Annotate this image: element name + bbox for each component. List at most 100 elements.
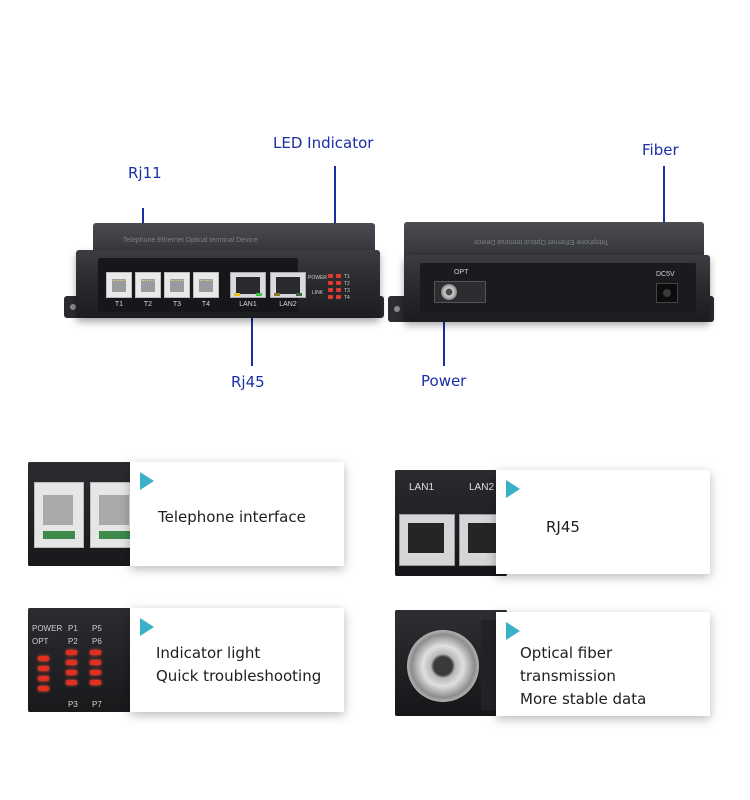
- fiber-port-housing: [434, 281, 486, 303]
- lan-led: [274, 293, 280, 296]
- thumb-label-p6: P6: [92, 637, 102, 646]
- thumb-led-closeup: POWER P1 P5 OPT P2 P6 P3 P7: [28, 608, 140, 712]
- rj11-port-t4: [193, 272, 219, 298]
- thumb-label-p3: P3: [68, 700, 78, 709]
- led-power: [328, 274, 333, 278]
- led: [336, 281, 341, 285]
- feature-text: RJ45: [546, 516, 580, 539]
- feature-card: Optical fiber transmission More stable d…: [496, 612, 710, 716]
- led-label-power: POWER: [308, 275, 327, 281]
- callout-power: Power: [421, 372, 467, 390]
- led: [328, 295, 333, 299]
- thumb-label-lan1: LAN1: [409, 482, 435, 493]
- callout-led-indicator: LED Indicator: [273, 134, 374, 152]
- feature-line: Quick troubleshooting: [156, 667, 322, 685]
- led: [328, 281, 333, 285]
- port-label-t3: T3: [172, 301, 182, 308]
- rj11-port-t3: [164, 272, 190, 298]
- thumb-pcb: [43, 531, 75, 539]
- thumb-label-p2: P2: [68, 637, 78, 646]
- thumb-rj45-opening: [408, 523, 444, 553]
- led: [38, 666, 49, 671]
- led-label-t1: T1: [344, 274, 350, 280]
- lan-led: [256, 293, 262, 296]
- thumb-label-lan2: LAN2: [469, 482, 495, 493]
- device-right-body: OPT DC5V: [404, 255, 710, 321]
- port-label-t1: T1: [114, 301, 124, 308]
- feature-card: Telephone interface: [130, 462, 344, 566]
- feature-line: Indicator light: [156, 644, 261, 662]
- thumb-label-opt: OPT: [32, 637, 49, 646]
- device-left-top-text: Telephone Ethernet Optical terminal Devi…: [123, 237, 258, 244]
- feature-line: Telephone interface: [158, 508, 306, 526]
- feature-card: RJ45: [496, 470, 710, 574]
- thumb-rj11-opening: [43, 495, 73, 525]
- led-indicator-panel: POWER LINK T1 T2 T3 T4: [308, 270, 358, 304]
- device-left-front: T1 T2 T3 T4 LAN1 LAN2: [98, 258, 306, 312]
- thumb-rj11-opening: [99, 495, 129, 525]
- rj45-port-lan1: [230, 272, 266, 298]
- led-label-t4: T4: [344, 295, 350, 301]
- led: [336, 274, 341, 278]
- screw-hole: [70, 304, 76, 310]
- thumb-label-power: POWER: [32, 624, 63, 633]
- led: [66, 660, 77, 665]
- device-right-lid: Telephone Ethernet Optical terminal Devi…: [404, 222, 704, 260]
- lan-led: [296, 293, 302, 296]
- thumb-rj45-port: [399, 514, 455, 566]
- callout-rj45: Rj45: [231, 373, 265, 391]
- thumb-label-p1: P1: [68, 624, 78, 633]
- port-label-lan2: LAN2: [279, 301, 297, 308]
- rj45-port-lan2: [270, 272, 306, 298]
- led: [90, 670, 101, 675]
- dc-power-jack: [656, 283, 678, 303]
- feature-line: More stable data: [520, 690, 647, 708]
- led: [38, 686, 49, 691]
- feature-line: RJ45: [546, 518, 580, 536]
- callout-rj11: Rj11: [128, 164, 162, 182]
- thumb-rj11-port: [34, 482, 84, 548]
- led: [336, 295, 341, 299]
- thumb-pcb: [99, 531, 131, 539]
- device-right-front: OPT DC5V: [420, 263, 696, 313]
- callout-fiber: Fiber: [642, 141, 679, 159]
- lan-led: [234, 293, 240, 296]
- led-label-t2: T2: [344, 281, 350, 287]
- device-left-lid: Telephone Ethernet Optical terminal Devi…: [93, 223, 375, 255]
- device-right-top-text: Telephone Ethernet Optical terminal Devi…: [474, 238, 609, 245]
- led: [66, 670, 77, 675]
- port-label-lan1: LAN1: [239, 301, 257, 308]
- rj11-port-t2: [135, 272, 161, 298]
- feature-text: Indicator light Quick troubleshooting: [156, 642, 321, 688]
- led: [66, 680, 77, 685]
- fiber-connector: [441, 284, 457, 300]
- device-left-body: T1 T2 T3 T4 LAN1 LAN2 POWER LINK: [76, 250, 380, 318]
- led-label-link: LINK: [312, 290, 324, 296]
- feature-text: Telephone interface: [158, 506, 306, 529]
- led: [336, 288, 341, 292]
- fiber-connector-closeup: [407, 630, 479, 702]
- feature-line: Optical fiber transmission: [520, 644, 616, 685]
- thumb-rj45-closeup: LAN1 LAN2: [395, 470, 507, 576]
- thumb-label-p5: P5: [92, 624, 102, 633]
- led: [90, 680, 101, 685]
- dc-jack-pin: [663, 289, 671, 297]
- led-label-t3: T3: [344, 288, 350, 294]
- screw-hole: [394, 306, 400, 312]
- opt-label: OPT: [454, 269, 469, 276]
- thumb-rj11-closeup: [28, 462, 140, 566]
- port-label-t4: T4: [201, 301, 211, 308]
- led: [90, 660, 101, 665]
- led: [328, 288, 333, 292]
- thumb-label-p7: P7: [92, 700, 102, 709]
- port-label-t2: T2: [143, 301, 153, 308]
- thumb-fiber-closeup: [395, 610, 507, 716]
- dc-label: DC5V: [656, 271, 675, 278]
- feature-text: Optical fiber transmission More stable d…: [520, 642, 710, 711]
- led: [90, 650, 101, 655]
- led: [38, 656, 49, 661]
- led: [66, 650, 77, 655]
- led: [38, 676, 49, 681]
- feature-card: Indicator light Quick troubleshooting: [130, 608, 344, 712]
- rj11-port-t1: [106, 272, 132, 298]
